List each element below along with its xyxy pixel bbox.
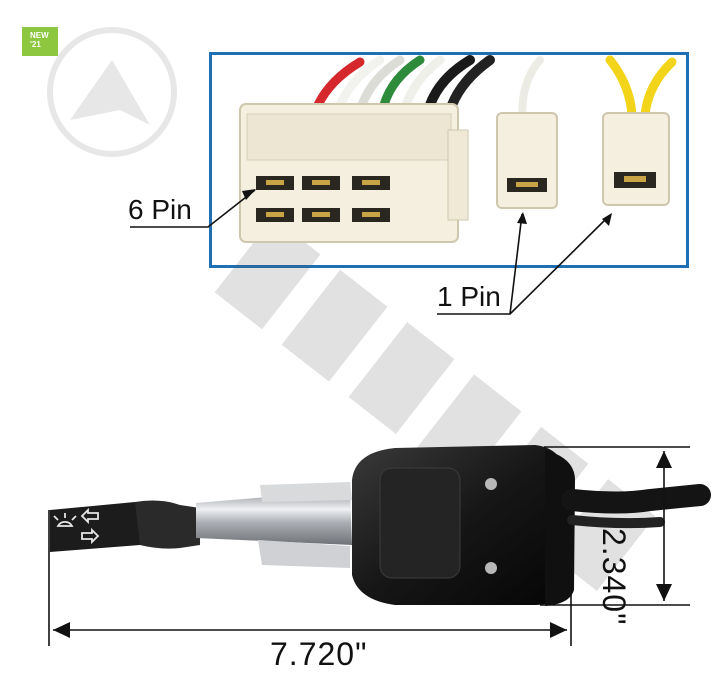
six-pin-connector xyxy=(239,103,469,243)
height-dimension-arrows xyxy=(656,451,672,601)
headlight-icon xyxy=(53,513,77,527)
one-pin-connector-right xyxy=(602,112,670,206)
height-dimension-label: 2.340" xyxy=(596,528,632,626)
turn-arrows-icon xyxy=(80,507,100,545)
leader-lines xyxy=(130,189,611,315)
height-dimension-line xyxy=(540,446,690,606)
watermark xyxy=(47,27,656,591)
switch-body xyxy=(352,445,575,606)
six-pin-label: 6 Pin xyxy=(128,194,192,225)
switch-lever xyxy=(50,482,352,568)
leader-arrowheads xyxy=(242,189,612,226)
one-pin-label: 1 Pin xyxy=(437,281,501,312)
connector-wires xyxy=(313,55,677,120)
new-badge: NEW '21 xyxy=(22,27,58,56)
badge-line2: '21 xyxy=(30,40,41,49)
width-dimension-arrows xyxy=(53,622,567,638)
cable-bundle xyxy=(561,484,711,529)
one-pin-connector-left xyxy=(496,112,558,209)
width-dimension-label: 7.720" xyxy=(270,636,368,672)
badge-line1: NEW xyxy=(30,31,49,40)
width-dimension-line xyxy=(48,510,572,646)
